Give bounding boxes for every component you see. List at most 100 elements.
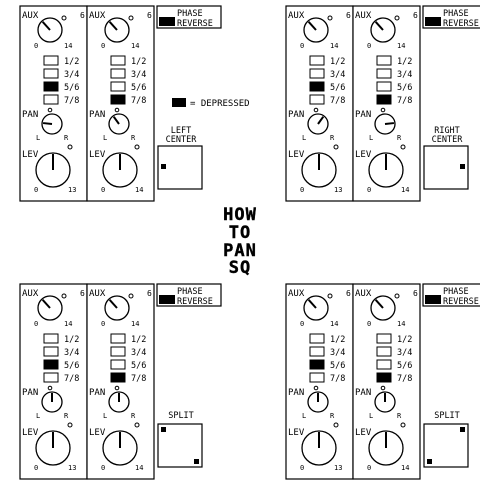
pan-label: PAN <box>288 110 304 120</box>
aux-label: AUX <box>288 11 305 21</box>
pan-center-dot <box>380 385 386 391</box>
bus-5-6-button <box>43 359 59 370</box>
aux-label: AUX <box>22 289 39 299</box>
pan-knob <box>374 113 396 135</box>
title-line-4: SQ <box>229 258 251 278</box>
pan-right-label: R <box>330 412 335 420</box>
legend-depressed-swatch <box>172 98 186 107</box>
aux-max-label: 6 <box>413 11 418 20</box>
bus-label: 7/8 <box>131 374 146 384</box>
lev-value-label: 13 <box>334 186 342 194</box>
bus-label: 7/8 <box>131 96 146 106</box>
bus-label: 7/8 <box>330 374 345 384</box>
lev-label: LEV <box>355 428 372 438</box>
bus-label: 5/6 <box>397 83 412 93</box>
bus-label: 3/4 <box>397 70 412 80</box>
aux-knob <box>104 17 130 43</box>
bus-7-8-button <box>376 94 392 105</box>
bus-label: 1/2 <box>131 335 146 345</box>
lev-label: LEV <box>89 428 106 438</box>
bus-7-8-button <box>376 372 392 383</box>
pan-label: PAN <box>22 388 38 398</box>
pan-label: PAN <box>355 388 371 398</box>
lev-min-label: 0 <box>101 464 105 472</box>
pan-knob-pointer <box>42 122 53 125</box>
aux-min-label: 0 <box>300 42 304 50</box>
pan-knob <box>108 113 130 135</box>
lev-value-label: 14 <box>401 186 409 194</box>
pan-label: PAN <box>288 388 304 398</box>
position-indicator <box>161 427 166 432</box>
pan-left-label: L <box>103 134 107 142</box>
pan-center-dot <box>114 107 120 113</box>
phase-label: PHASE <box>443 287 469 297</box>
reverse-label: REVERSE <box>443 297 479 307</box>
aux-knob-pointer <box>307 299 317 309</box>
pan-label: PAN <box>22 110 38 120</box>
lev-value-label: 13 <box>68 464 76 472</box>
bus-label: 3/4 <box>64 70 79 80</box>
lev-knob <box>35 152 71 188</box>
bus-label: 1/2 <box>397 335 412 345</box>
bus-label: 3/4 <box>131 348 146 358</box>
bus-label: 3/4 <box>64 348 79 358</box>
pan-knob-pointer <box>112 116 120 125</box>
pan-right-label: R <box>131 412 136 420</box>
bus-label: 7/8 <box>397 96 412 106</box>
aux-max-label: 6 <box>346 11 351 20</box>
lev-knob <box>368 152 404 188</box>
pan-label: PAN <box>89 388 105 398</box>
bus-1-2-button <box>376 55 392 66</box>
bus-1-2-button <box>309 333 325 344</box>
bus-1-2-button <box>110 55 126 66</box>
position-display: SPLIT <box>423 411 469 468</box>
aux-max-label: 6 <box>80 11 85 20</box>
bus-3-4-button <box>376 346 392 357</box>
pan-left-label: L <box>36 134 40 142</box>
pan-knob <box>41 391 63 413</box>
pan-center-dot <box>380 107 386 113</box>
pan-knob <box>307 113 329 135</box>
lev-max-dot <box>134 422 140 428</box>
title-line-2: TO <box>229 223 251 243</box>
aux-max-label: 6 <box>346 289 351 298</box>
lev-knob <box>301 152 337 188</box>
bus-label: 5/6 <box>64 361 79 371</box>
aux-min-label: 0 <box>367 320 371 328</box>
bus-label: 7/8 <box>64 96 79 106</box>
page-title: HOW TO PAN SQ <box>223 205 256 278</box>
bus-3-4-button <box>309 346 325 357</box>
phase-label: PHASE <box>177 9 203 19</box>
lev-max-dot <box>134 144 140 150</box>
lev-knob <box>301 430 337 466</box>
bus-1-2-button <box>43 333 59 344</box>
bus-5-6-button <box>309 359 325 370</box>
pan-left-label: L <box>36 412 40 420</box>
bus-1-2-button <box>43 55 59 66</box>
display-label: SPLIT <box>434 411 460 421</box>
reverse-label: REVERSE <box>177 19 213 29</box>
legend: = DEPRESSED <box>172 98 250 109</box>
aux-max-label: 6 <box>80 289 85 298</box>
pan-center-dot <box>47 385 53 391</box>
aux-value-label: 14 <box>397 42 405 50</box>
bus-label: 1/2 <box>131 57 146 67</box>
aux-max-label: 6 <box>147 289 152 298</box>
display-label: RIGHT <box>434 126 460 136</box>
pan-right-label: R <box>64 412 69 420</box>
lev-min-label: 0 <box>300 464 304 472</box>
position-display: SPLIT <box>157 411 203 468</box>
lev-max-dot <box>400 144 406 150</box>
lev-label: LEV <box>288 428 305 438</box>
aux-knob <box>104 295 130 321</box>
lev-label: LEV <box>22 428 39 438</box>
display-label: CENTER <box>432 135 464 145</box>
pan-center-dot <box>47 107 53 113</box>
